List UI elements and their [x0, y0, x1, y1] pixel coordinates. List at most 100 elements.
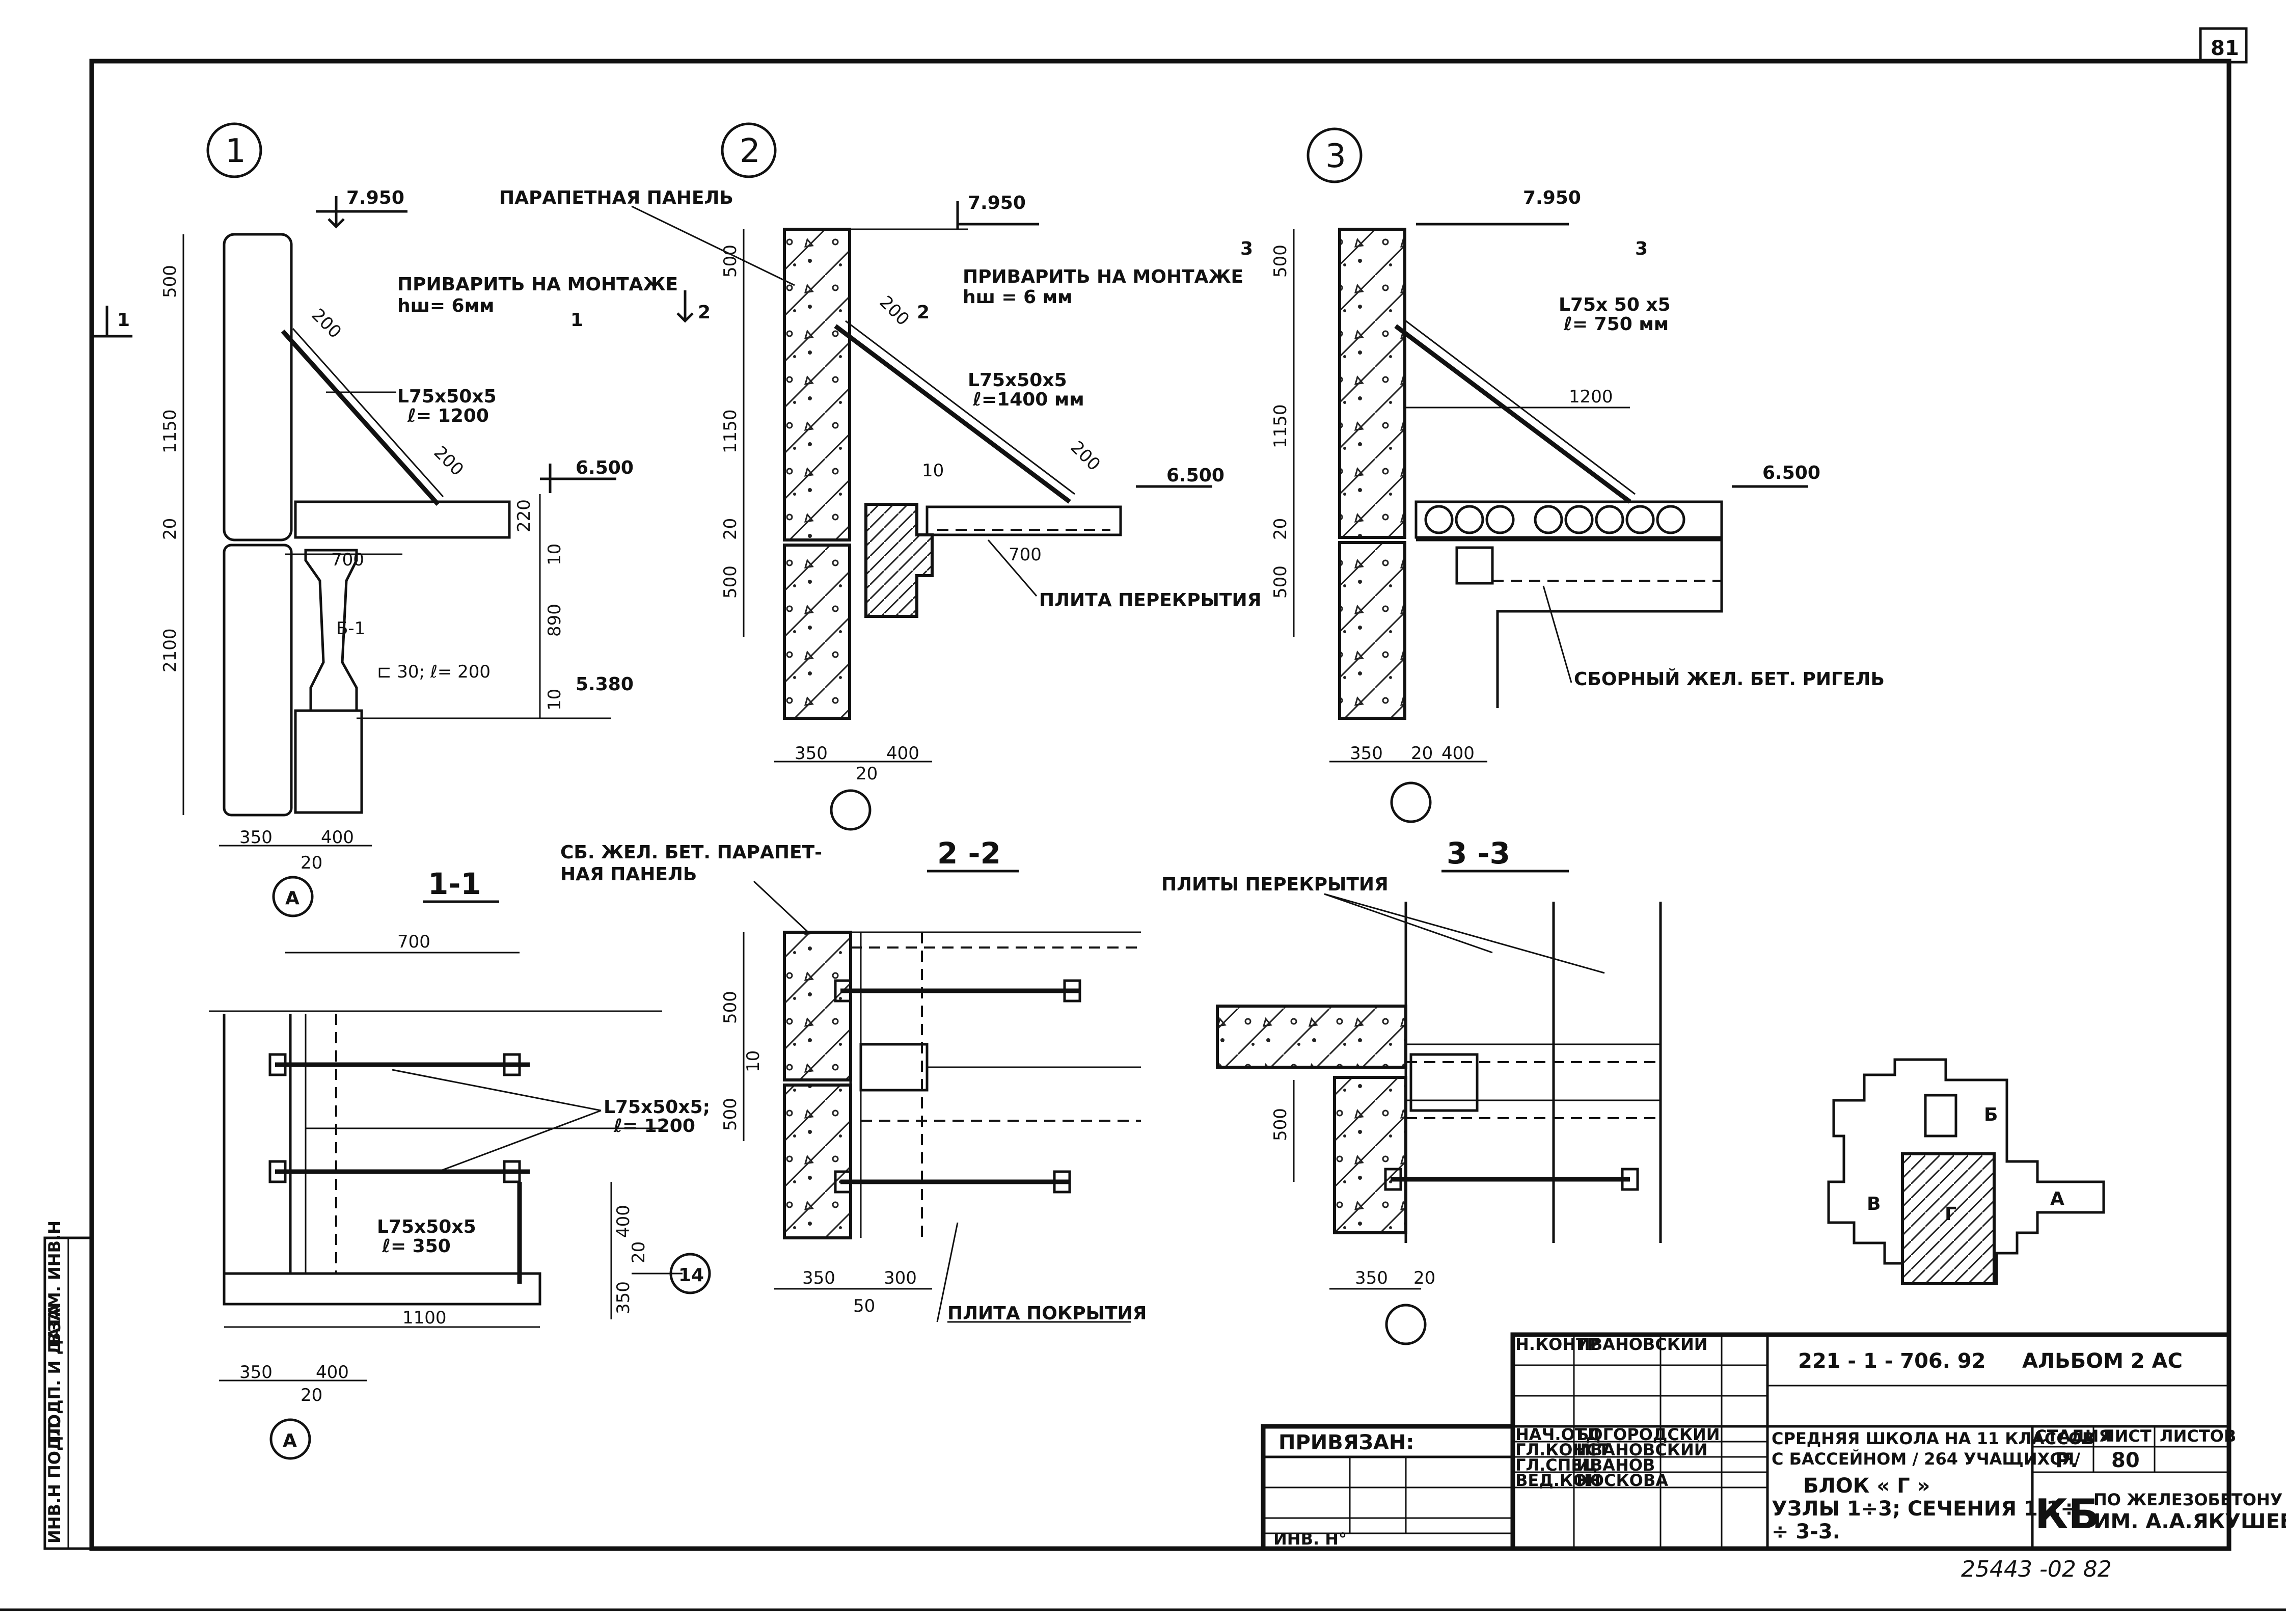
node-3-elev-top: 7.950	[1523, 187, 1581, 208]
node-3-cut-left: 3	[1240, 238, 1253, 259]
section-1-1-d700: 700	[397, 932, 430, 952]
section-3-3: 3 -3 ПЛИТЫ ПЕРЕКРЫТИЯ 500 350 20	[1161, 836, 1662, 1345]
title-block: ПРИВЯЗАН: ИНВ. Н° Н.КОНТР ИВАНОВСКИЙ НАЧ…	[1261, 1332, 2286, 1551]
node-1-angle-1: L75x50x5	[397, 386, 497, 407]
node-1-elev-top: 7.950	[346, 187, 404, 208]
tb-sheet: 80	[2111, 1449, 2140, 1472]
node-3-d500b: 500	[1270, 565, 1291, 599]
node-2-angle-2: ℓ=1400 мм	[972, 389, 1084, 410]
key-plan-g: Г	[1945, 1204, 1956, 1225]
node-1-weld-note-2: hш= 6мм	[397, 295, 494, 316]
tb-role-0: Н.КОНТР	[1515, 1335, 1599, 1354]
node-3-d1200: 1200	[1569, 387, 1613, 407]
tb-name-4: НОСКОВА	[1576, 1471, 1668, 1490]
tb-block: БЛОК « Г »	[1803, 1474, 1930, 1498]
node-1-plate-label: ⊏ 30; ℓ= 200	[377, 662, 491, 682]
node-1-marker	[206, 122, 262, 178]
section-2-2-panel-label-1: СБ. ЖЕЛ. БЕТ. ПАРАПЕТ-	[560, 842, 822, 863]
section-3-3-d350: 350	[1355, 1268, 1388, 1288]
tb-sheets-h: ЛИСТОВ	[2160, 1426, 2236, 1446]
node-2-panel-label: ПАРАПЕТНАЯ ПАНЕЛЬ	[499, 187, 733, 208]
section-1-1-angle-2: ℓ= 1200	[613, 1116, 695, 1136]
section-1-1-axis: А	[283, 1430, 297, 1451]
node-2-axis-marker	[830, 789, 872, 831]
section-2-2-d350: 350	[802, 1268, 835, 1288]
section-1-1-d350v: 350	[613, 1281, 634, 1314]
tb-org-1: ПО ЖЕЛЕЗОБЕТОНУ	[2093, 1490, 2282, 1509]
bottom-note: 25443 -02 82	[1961, 1556, 2112, 1582]
node-2-elev-mid: 6.500	[1166, 465, 1224, 486]
node-1-d10a: 10	[545, 544, 565, 565]
section-1-1-d350: 350	[239, 1362, 273, 1383]
node-1-d890: 890	[545, 604, 565, 637]
node-3-panel-upper	[1338, 228, 1406, 539]
tb-stage-h: СТАДИЯ	[2035, 1426, 2111, 1446]
node-2-d400: 400	[886, 743, 919, 764]
node-1-axis: А	[285, 888, 300, 909]
node-3-d350: 350	[1350, 743, 1383, 764]
section-2-2-d10: 10	[743, 1050, 764, 1072]
node-3-marker	[1307, 127, 1363, 183]
section-1-1-axis-num: 14	[678, 1265, 704, 1286]
section-1-1-angle-3: L75x50x5	[377, 1216, 476, 1237]
side-stamp-2: ПОДП. И ДАТА	[45, 1304, 64, 1442]
tb-name-3: ИВАНОВ	[1576, 1455, 1655, 1475]
node-3-d20: 20	[1270, 518, 1291, 540]
sheet-frame	[89, 59, 2231, 1551]
node-1-d700: 700	[331, 550, 364, 570]
tb-role-4: ВЕД.КОН	[1515, 1471, 1600, 1490]
node-2-elev-top: 7.950	[968, 193, 1026, 213]
section-3-3-d20: 20	[1413, 1268, 1435, 1288]
node-3-d500: 500	[1270, 245, 1291, 278]
section-1-1-d400b: 400	[316, 1362, 349, 1383]
section-3-3-d500: 500	[1270, 1108, 1291, 1141]
node-2-cut-right: 2	[917, 302, 930, 323]
node-2-d700: 700	[1009, 545, 1042, 565]
section-2-2-title: 2 -2	[937, 836, 1001, 871]
node-2-angle-1: L75x50x5	[968, 370, 1067, 391]
section-1-1-angle-1: L75x50x5;	[604, 1097, 710, 1118]
section-2-2: 2 -2 СБ. ЖЕЛ. БЕТ. ПАРАПЕТ- НАЯ ПАНЕЛЬ 5…	[560, 836, 1147, 1324]
section-1-1-d20: 20	[629, 1241, 649, 1263]
section-1-1-axis-marker	[269, 1418, 311, 1460]
node-3-angle-2: ℓ= 750 мм	[1563, 314, 1669, 335]
node-3-angle-1: L75x 50 x5	[1559, 294, 1671, 315]
section-1-1-d20b: 20	[301, 1385, 322, 1405]
node-3-d1150: 1150	[1270, 404, 1291, 448]
node-1-angle-2: ℓ= 1200	[407, 405, 489, 426]
node-3-panel-lower	[1338, 541, 1406, 720]
node-1-d1150: 1150	[160, 409, 180, 453]
side-stamp-1: ИНВ.Н ПОДЛ.	[45, 1417, 64, 1544]
tb-name-2: ИВАНОВСКИЙ	[1576, 1440, 1708, 1459]
key-plan-b: Б	[1984, 1104, 1998, 1125]
node-1-d20: 20	[160, 518, 180, 540]
key-plan: Б В Г А	[1827, 1058, 2105, 1285]
node-1-cut-left: 1	[117, 310, 130, 331]
side-stamp: ИНВ.Н ПОДЛ. ПОДП. И ДАТА ВЗАМ. ИНВ.Н	[43, 1221, 93, 1550]
tb-stage: Р.	[2055, 1449, 2078, 1472]
node-2-label: 2	[740, 132, 760, 170]
node-1: 1 7.950 6.500 5.380 ПРИВАРИТЬ НА МОНТАЖЕ…	[92, 122, 678, 917]
section-1-1-angle-4: ℓ= 350	[382, 1236, 451, 1257]
node-3-label: 3	[1325, 138, 1346, 175]
tb-sheet-title-1: УЗЛЫ 1÷3; СЕЧЕНИЯ 1-1÷	[1772, 1497, 2078, 1521]
node-2-d350: 350	[795, 743, 828, 764]
tb-code: 221 - 1 - 706. 92	[1798, 1349, 1986, 1373]
node-2-marker	[721, 122, 777, 178]
section-3-3-title: 3 -3	[1447, 836, 1510, 871]
tb-name-1: БОГОРОДСКИЙ	[1576, 1425, 1720, 1444]
node-2-d200b: 200	[1067, 437, 1104, 475]
node-2: 2 ПАРАПЕТНАЯ ПАНЕЛЬ 7.950 6.500 ПРИВАРИТ…	[499, 122, 1261, 831]
node-2-d200a: 200	[876, 292, 913, 330]
tb-role-2: ГЛ.КОНСТ	[1515, 1440, 1610, 1459]
node-1-d200b: 200	[430, 442, 468, 480]
section-2-2-d300: 300	[884, 1268, 917, 1288]
node-2-weld-note-1: ПРИВАРИТЬ НА МОНТАЖЕ	[963, 266, 1243, 287]
node-3-d400: 400	[1441, 743, 1475, 764]
node-3-elev-mid: 6.500	[1762, 463, 1820, 483]
node-1-d20b: 20	[301, 853, 322, 873]
section-3-3-axis-marker	[1385, 1304, 1427, 1345]
node-2-panel-lower	[783, 544, 851, 720]
node-1-panel-lower	[223, 544, 293, 817]
